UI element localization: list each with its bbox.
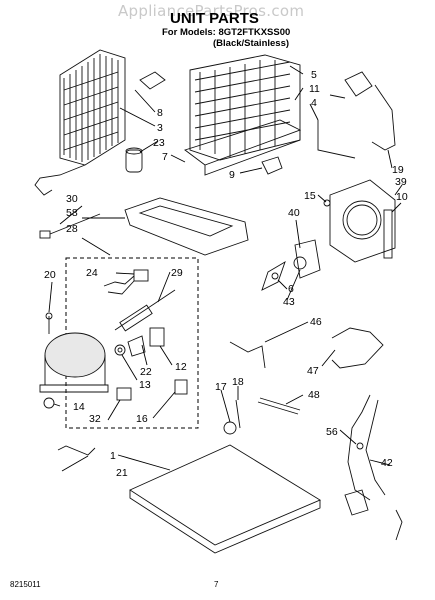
part-6-fan-blade — [261, 260, 286, 291]
callout-6: 6 — [288, 283, 294, 295]
page-number: 7 — [214, 580, 219, 589]
leader-lines — [48, 65, 403, 472]
callout-39: 39 — [395, 176, 407, 188]
part-19-harness — [317, 84, 396, 159]
models-line: For Models: 8GT2FTKXSS00 — [162, 27, 291, 38]
callout-30: 30 — [66, 193, 78, 205]
callout-22: 22 — [140, 366, 152, 378]
part-22-relay — [127, 335, 146, 357]
finish-line: (Black/Stainless) — [213, 38, 290, 49]
callout-19: 19 — [392, 164, 404, 176]
part-42-harness — [344, 394, 403, 541]
callout-12: 12 — [175, 361, 187, 373]
evaporator — [189, 54, 301, 161]
part-23-grommet — [125, 147, 143, 173]
callout-46: 46 — [310, 316, 322, 328]
callout-23: 23 — [153, 137, 165, 149]
diagram-title: UNIT PARTS — [170, 10, 259, 27]
doc-number: 8215011 — [10, 580, 41, 589]
callout-13: 13 — [139, 379, 151, 391]
callout-4: 4 — [311, 97, 317, 109]
callout-11: 11 — [309, 83, 320, 95]
drain-trough — [184, 119, 302, 176]
condenser-coil — [34, 49, 126, 196]
part-47-tube — [331, 327, 384, 369]
callout-24: 24 — [86, 267, 98, 279]
callout-56: 56 — [326, 426, 338, 438]
callout-15: 15 — [304, 190, 316, 202]
callout-16: 16 — [136, 413, 148, 425]
callout-10: 10 — [396, 191, 408, 203]
part-16-terminal — [174, 379, 188, 395]
callout-29: 29 — [171, 267, 183, 279]
callout-17: 17 — [215, 381, 227, 393]
watermark: AppliancePartsPros.com — [118, 2, 305, 20]
part-40-fan-motor — [293, 239, 321, 279]
callout-20: 20 — [44, 269, 56, 281]
part-21-wire — [57, 445, 96, 456]
part-10-gasket — [383, 209, 393, 259]
callout-28: 28 — [66, 223, 78, 235]
callout-58: 58 — [66, 207, 78, 219]
part-9-bracket — [261, 156, 283, 175]
part-39-fan-shroud — [329, 179, 396, 263]
callout-32: 32 — [89, 413, 101, 425]
callout-9: 9 — [229, 169, 235, 181]
part-29-dryer — [114, 289, 176, 332]
part-30-wire — [39, 213, 101, 239]
part-58-machine-cover — [124, 197, 249, 256]
callout-8: 8 — [157, 107, 163, 119]
part-1-base-pan — [129, 444, 321, 554]
part-15-screw — [323, 199, 331, 207]
callout-40: 40 — [288, 207, 300, 219]
callout-1: 1 — [110, 450, 116, 462]
callout-42: 42 — [381, 457, 393, 469]
part-11-cover — [329, 71, 373, 99]
part-46-tube — [229, 341, 266, 369]
callout-21: 21 — [116, 467, 128, 479]
part-17-wheel — [223, 421, 237, 435]
callout-5: 5 — [311, 69, 317, 81]
part-24-relay — [103, 269, 149, 295]
callout-14: 14 — [73, 401, 85, 413]
part-8-pad — [139, 71, 166, 90]
part-48-pin — [257, 397, 301, 415]
callout-18: 18 — [232, 376, 244, 388]
callout-43: 43 — [283, 296, 295, 308]
part-18-bolt — [235, 399, 241, 429]
callout-7: 7 — [162, 151, 168, 163]
part-32-capacitor — [116, 387, 132, 401]
callout-48: 48 — [308, 389, 320, 401]
part-12-cover — [149, 327, 165, 347]
compressor — [39, 312, 109, 409]
part-13-overload — [114, 344, 126, 356]
callout-3: 3 — [157, 122, 163, 134]
callout-47: 47 — [307, 365, 319, 377]
